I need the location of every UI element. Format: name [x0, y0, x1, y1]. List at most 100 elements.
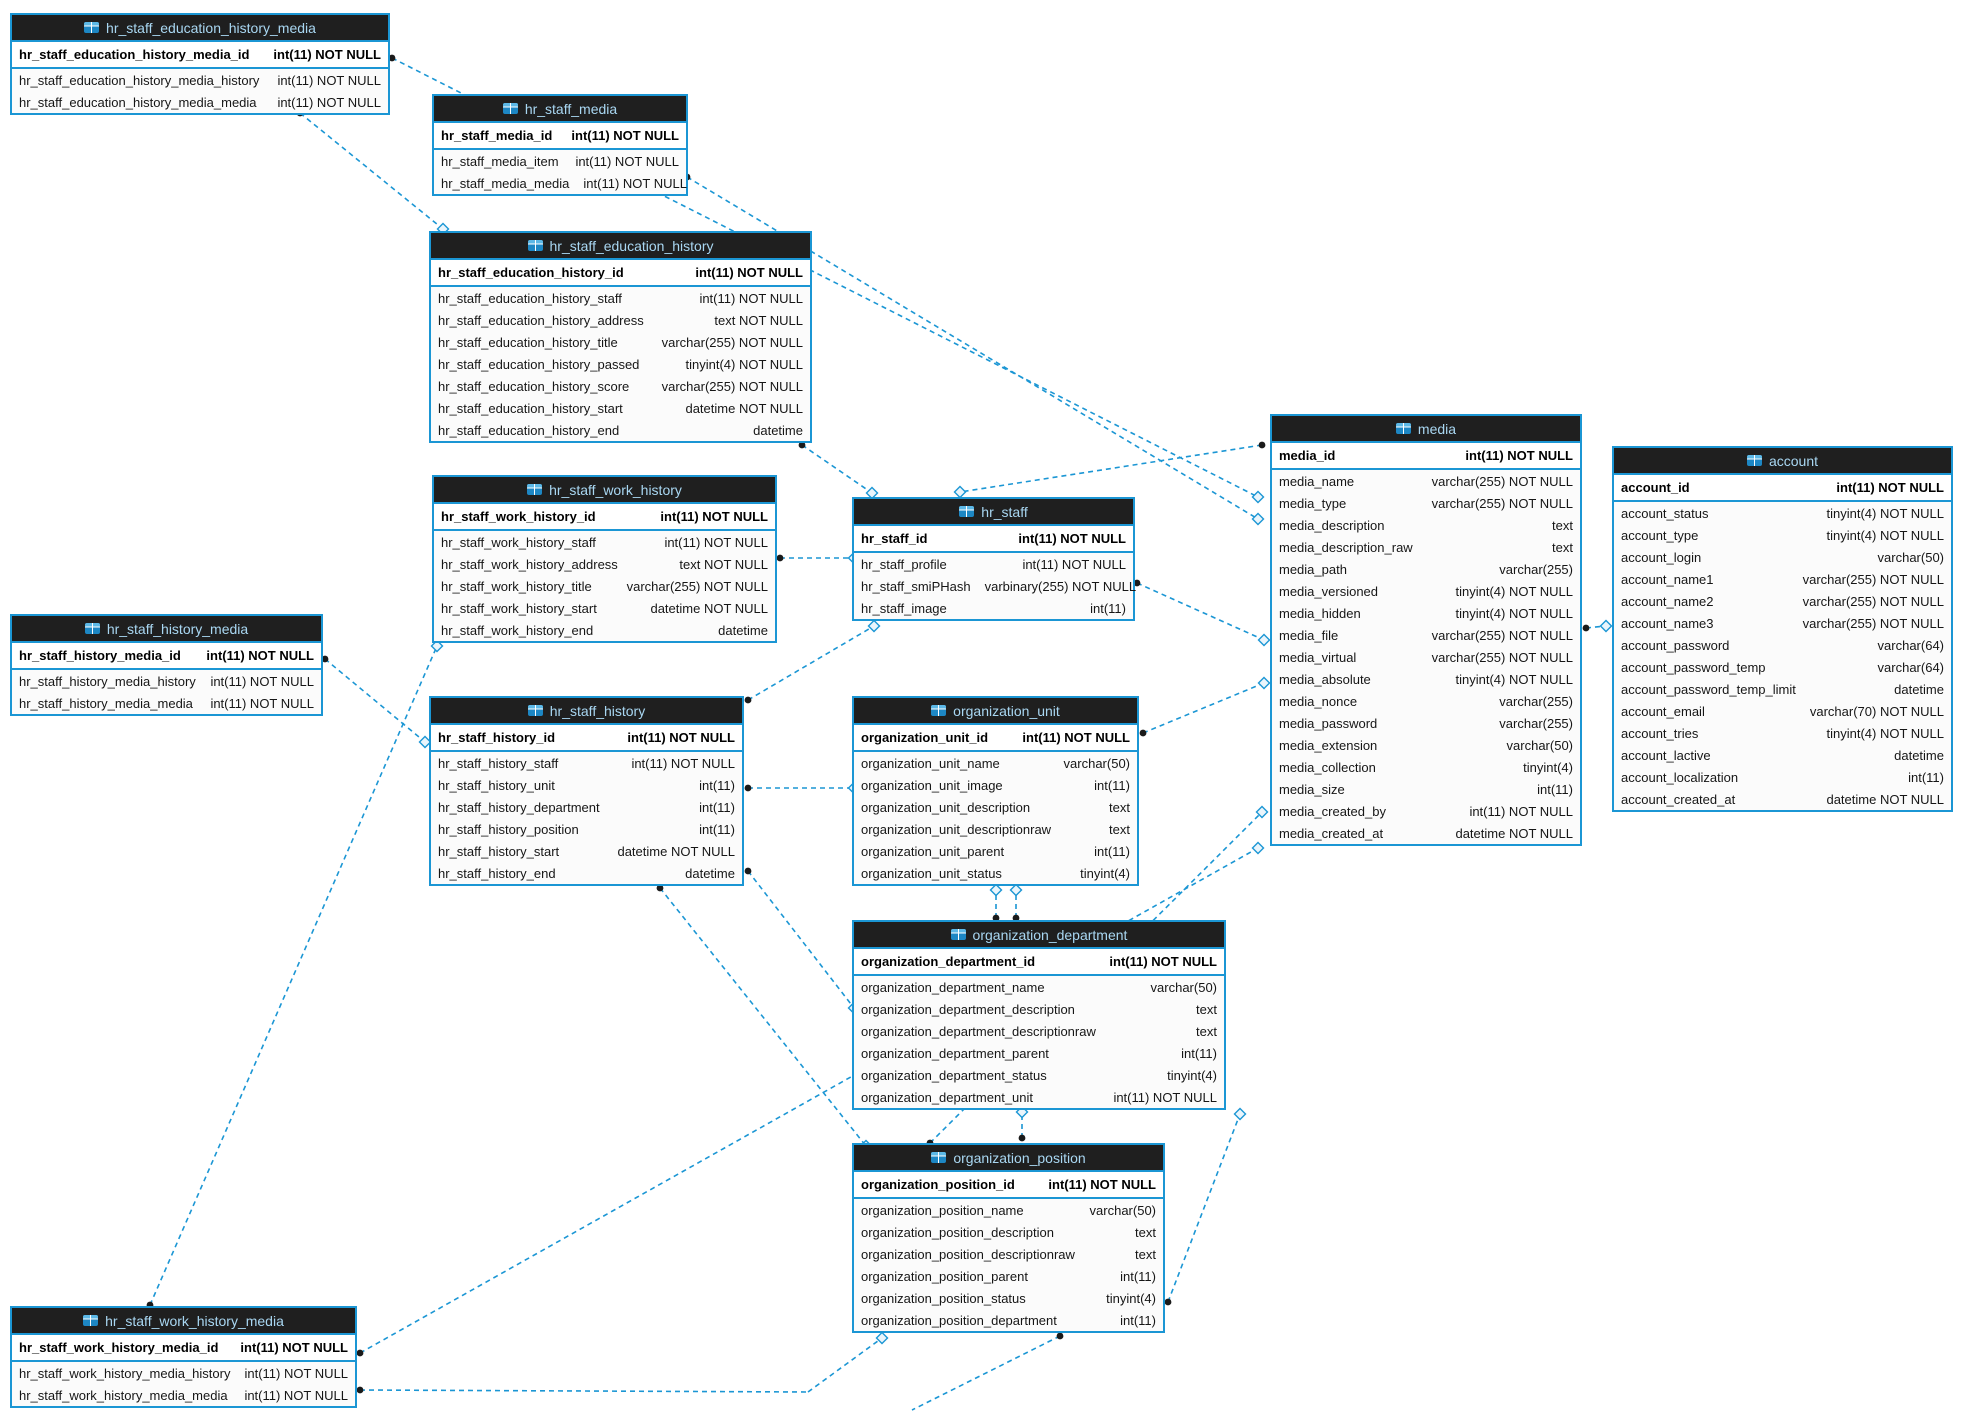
table-header[interactable]: hr_staff — [854, 499, 1133, 526]
relationship-line[interactable] — [801, 444, 873, 494]
relationship-line[interactable] — [324, 658, 426, 743]
table-header[interactable]: organization_unit — [854, 698, 1137, 725]
table-header[interactable]: hr_staff_media — [434, 96, 686, 123]
relationship-line[interactable] — [747, 625, 875, 701]
table-header[interactable]: hr_staff_education_history — [431, 233, 810, 260]
relationship-line[interactable] — [747, 870, 855, 1009]
table-header[interactable]: hr_staff_education_history_media — [12, 15, 388, 42]
table-header[interactable]: account — [1614, 448, 1951, 475]
table-header[interactable]: hr_staff_history — [431, 698, 742, 725]
table-header[interactable]: organization_position — [854, 1145, 1163, 1172]
relationship-line[interactable] — [911, 1335, 1061, 1411]
table-header[interactable]: media — [1272, 416, 1580, 443]
relationship-line[interactable] — [959, 444, 1263, 493]
relationship-line[interactable] — [299, 112, 444, 230]
relationship-line[interactable] — [1142, 682, 1265, 734]
table-header[interactable]: hr_staff_work_history — [434, 477, 775, 504]
relationship-line[interactable] — [149, 645, 438, 1306]
table-header[interactable]: hr_staff_history_media — [12, 616, 321, 643]
table-header[interactable]: organization_department — [854, 922, 1224, 949]
table-hr_staff_education_history_media[interactable]: hr_staff_education_history_media hr_staff… — [10, 13, 390, 115]
table-hr_staff_history_media[interactable]: hr_staff_history_media hr_staff_history_m… — [10, 614, 323, 716]
relationship-line[interactable] — [359, 1389, 809, 1393]
relationship-line[interactable] — [659, 887, 867, 1147]
relationship-line[interactable] — [807, 1337, 883, 1393]
column-row[interactable]: hr_staff_education_history_media_history… — [12, 69, 388, 91]
relationship-line[interactable] — [1167, 1113, 1241, 1303]
